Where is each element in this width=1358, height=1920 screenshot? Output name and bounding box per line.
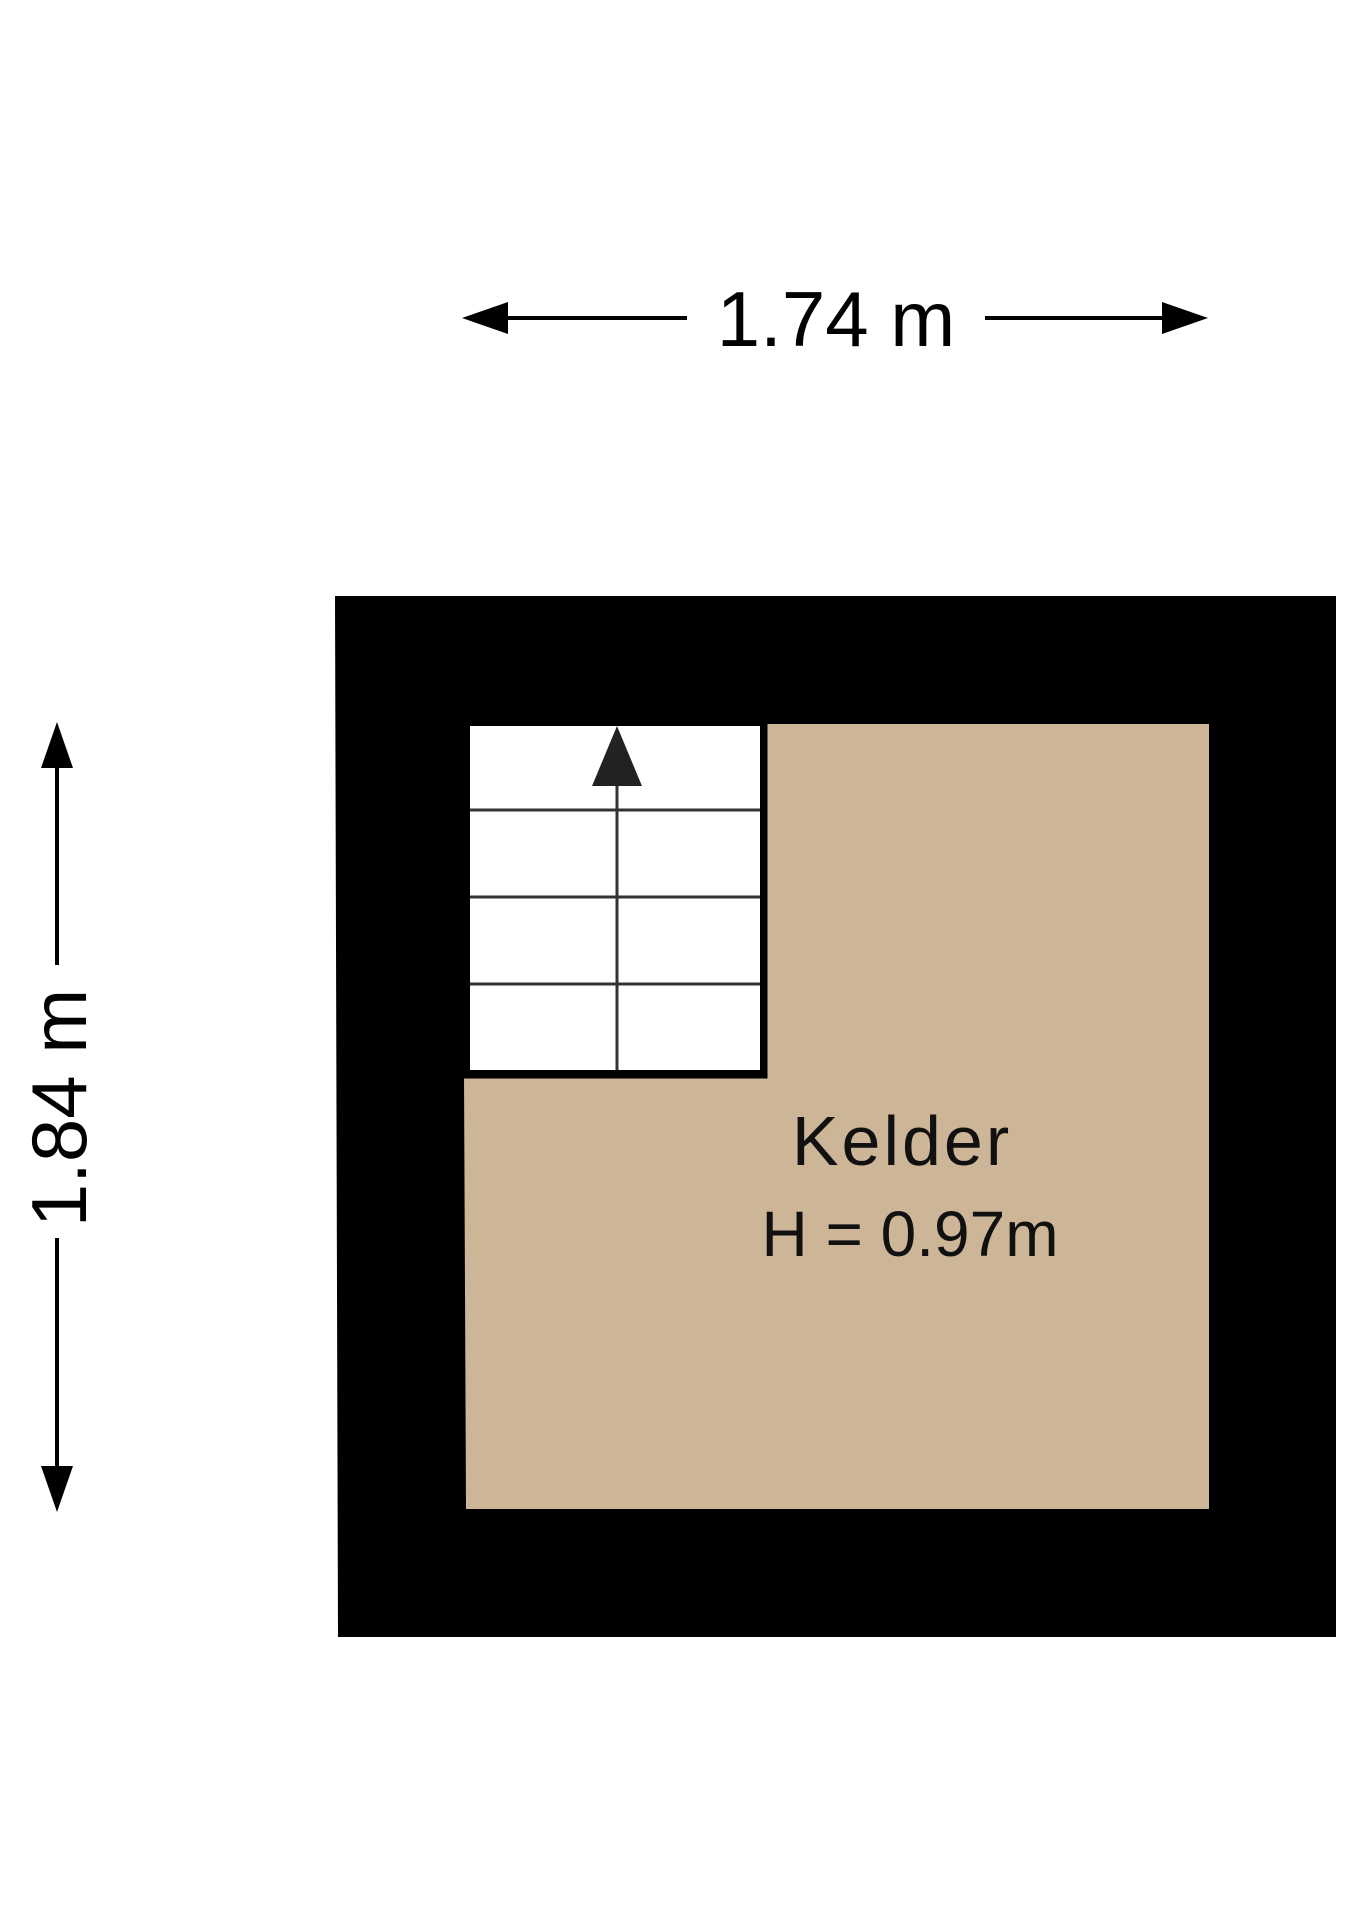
- width-dimension-label: 1.74 m: [717, 275, 955, 363]
- stair-up-arrow-icon: [592, 726, 642, 786]
- width-arrow-left-icon: [462, 302, 508, 334]
- height-arrow-bottom-icon: [41, 1466, 73, 1512]
- room-floor: [464, 724, 1209, 1509]
- height-dimension-label: 1.84 m: [15, 989, 103, 1227]
- height-arrow-top-icon: [41, 722, 73, 768]
- room-name: Kelder: [792, 1102, 1012, 1180]
- width-dimension: 1.74 m: [462, 275, 1208, 363]
- stair-outline: [462, 722, 768, 1079]
- width-arrow-right-icon: [1162, 302, 1208, 334]
- height-dimension: 1.84 m: [15, 722, 103, 1512]
- room-height: H = 0.97m: [761, 1198, 1058, 1270]
- staircase: [462, 722, 768, 1079]
